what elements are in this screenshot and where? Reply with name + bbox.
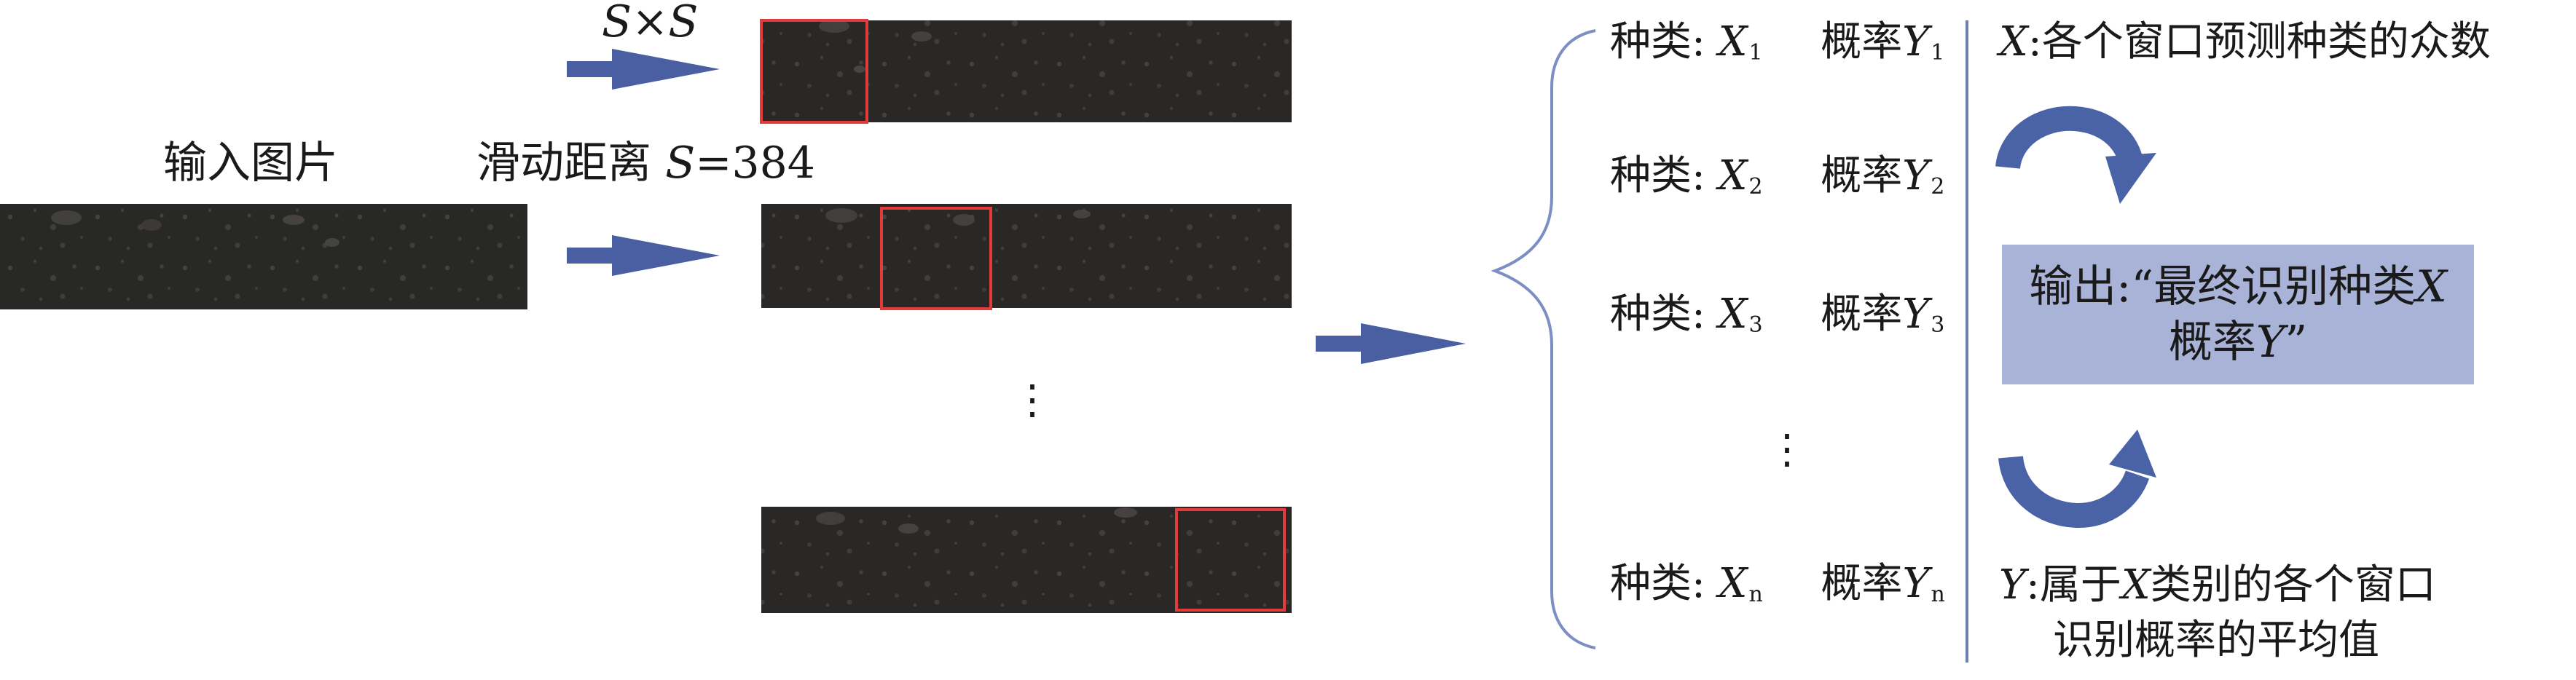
x-description: :各个窗口预测种类的众数 — [2027, 18, 2491, 66]
slide-distance-variable: S — [665, 138, 696, 189]
sliding-window-frame — [880, 207, 992, 310]
output-close-quote: ” — [2285, 317, 2308, 368]
y-variable: Y — [1999, 561, 2026, 609]
window-size-value: S×S — [602, 0, 699, 47]
prediction-row-n: 种类: Xn 概率Yn — [1610, 564, 1945, 607]
y-inner-x-variable: X — [2121, 561, 2151, 609]
kind-variable: X — [1718, 290, 1748, 338]
final-output-box: 输出:“最终识别种类X 概率Y” — [2002, 245, 2474, 384]
slide-distance-label: 滑动距离 S=384 — [476, 141, 815, 185]
right-arrow-icon — [567, 235, 720, 276]
probability-label: 概率 — [1821, 152, 1903, 199]
x-explanation: X:各个窗口预测种类的众数 — [1999, 18, 2491, 66]
final-output-line-1: 输出:“最终识别种类X — [2029, 265, 2447, 309]
y-explanation-line-1: Y:属于X类别的各个窗口 — [1999, 561, 2436, 609]
kind-variable: X — [1718, 18, 1748, 66]
kind-subscript: n — [1748, 582, 1763, 607]
output-probability-variable: Y — [2255, 317, 2285, 368]
slide-distance-prefix: 滑动距离 — [476, 138, 666, 189]
kind-subscript: 3 — [1748, 312, 1763, 338]
probability-subscript: 1 — [1931, 40, 1945, 66]
prediction-row-3: 种类: X3 概率Y3 — [1610, 294, 1945, 338]
output-kind-variable: X — [2416, 261, 2447, 312]
curved-arrow-icon — [1995, 106, 2156, 204]
right-arrow-icon — [567, 49, 720, 90]
kind-variable: X — [1718, 152, 1748, 199]
window-strip-bottom — [761, 507, 1292, 613]
output-prefix: 输出:“最终识别种类 — [2029, 261, 2416, 312]
x-variable: X — [1999, 18, 2028, 66]
output-probability-label: 概率 — [2168, 317, 2256, 368]
y-description-b: 类别的各个窗口 — [2150, 561, 2436, 609]
window-size-label: S×S — [602, 0, 698, 44]
prediction-ellipsis: ⋮ — [1767, 426, 1807, 473]
final-output-line-2: 概率Y” — [2169, 320, 2307, 364]
probability-variable: Y — [1902, 560, 1930, 607]
probability-variable: Y — [1902, 152, 1930, 199]
kind-label: 种类: — [1610, 560, 1719, 607]
y-description-a: :属于 — [2025, 561, 2121, 609]
sliding-window-frame — [760, 19, 868, 124]
probability-label: 概率 — [1821, 290, 1903, 338]
y-explanation-line-2: 识别概率的平均值 — [2053, 617, 2379, 664]
kind-subscript: 1 — [1748, 40, 1763, 66]
input-concrete-image — [0, 204, 527, 309]
kind-label: 种类: — [1610, 18, 1719, 66]
kind-subscript: 2 — [1748, 174, 1763, 199]
middle-ellipsis: ⋮ — [1012, 376, 1053, 424]
sliding-window-frame — [1175, 508, 1286, 612]
slide-distance-value: =384 — [695, 138, 815, 189]
probability-subscript: 3 — [1931, 312, 1945, 338]
kind-variable: X — [1718, 560, 1748, 607]
right-arrow-icon — [1316, 323, 1466, 364]
kind-label: 种类: — [1610, 152, 1719, 199]
window-strip-middle — [761, 204, 1292, 310]
curved-arrow-icon — [1998, 430, 2156, 528]
probability-label: 概率 — [1821, 18, 1903, 66]
probability-variable: Y — [1902, 290, 1930, 338]
probability-subscript: n — [1931, 582, 1945, 607]
input-image-label: 输入图片 — [163, 138, 338, 189]
probability-variable: Y — [1902, 18, 1930, 66]
prediction-row-1: 种类: X1 概率Y1 — [1610, 22, 1945, 66]
prediction-row-2: 种类: X2 概率Y2 — [1610, 156, 1945, 199]
kind-label: 种类: — [1610, 290, 1719, 338]
probability-label: 概率 — [1821, 560, 1903, 607]
probability-subscript: 2 — [1931, 174, 1945, 199]
curly-brace-icon — [1491, 29, 1596, 649]
window-strip-top — [760, 19, 1292, 124]
